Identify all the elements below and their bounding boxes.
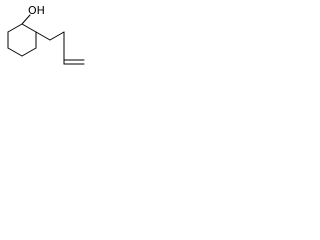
hydroxyl-bond	[21, 14, 31, 25]
ring-bond-4	[21, 47, 37, 57]
ring-bond-5	[7, 47, 23, 57]
ring-bond-1	[7, 23, 23, 33]
side-chain-bond-2	[49, 31, 65, 41]
hydroxyl-label: OH	[28, 4, 45, 17]
side-chain-bond-1	[35, 31, 51, 41]
molecule-svg: OH	[7, 4, 85, 65]
structure-diagram: OH	[0, 0, 92, 77]
ring-bond-2	[21, 23, 37, 33]
